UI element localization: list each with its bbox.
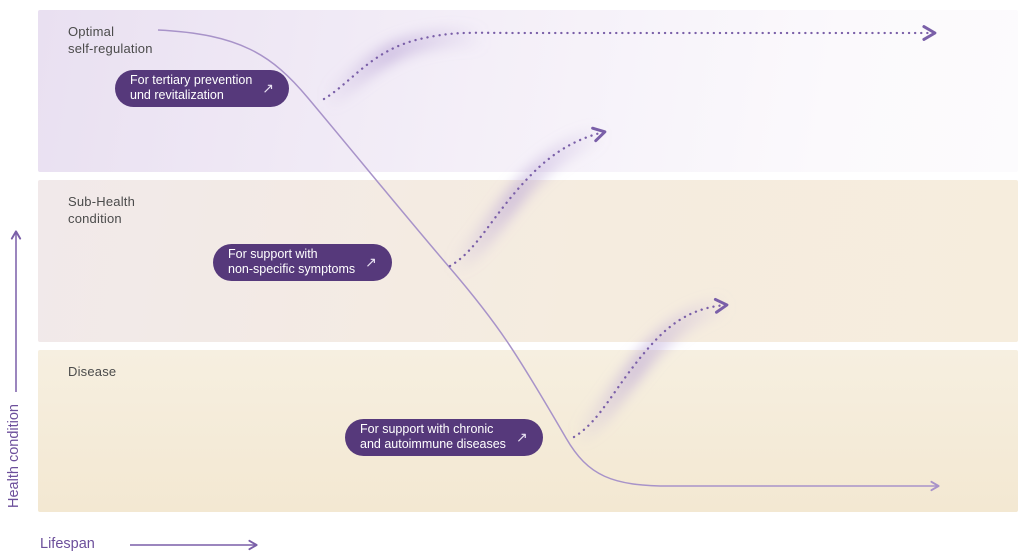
y-axis-label: Health condition	[6, 404, 22, 508]
pill-text: For tertiary prevention und revitalizati…	[130, 73, 252, 104]
band-label-line: condition	[68, 210, 122, 226]
band-label-line: self-regulation	[68, 40, 153, 56]
up-right-arrow-icon: ↗	[515, 429, 528, 445]
pill-text-line: non-specific symptoms	[228, 262, 356, 276]
pill-text: For support with non-specific symptoms	[228, 247, 355, 278]
pill-text-line: and autoimmune diseases	[360, 437, 506, 451]
pill-text-line: und revitalization	[130, 88, 224, 102]
band-label-line: Disease	[68, 364, 117, 379]
pill-tertiary-prevention: For tertiary prevention und revitalizati…	[115, 70, 290, 107]
band-label-disease: Disease	[68, 364, 116, 381]
pill-text-line: For tertiary prevention	[130, 72, 253, 87]
x-axis-label: Lifespan	[40, 536, 95, 552]
pill-chronic-autoimmune: For support with chronic and autoimmune …	[345, 419, 543, 456]
up-right-arrow-icon: ↗	[262, 80, 275, 96]
pill-non-specific-symptoms: For support with non-specific symptoms ↗	[213, 244, 392, 281]
band-sub-health: Sub-Health condition	[38, 180, 1018, 342]
pill-text-line: For support with chronic	[360, 421, 494, 436]
pill-text-line: For support with	[228, 246, 318, 261]
band-label-sub-health: Sub-Health condition	[68, 194, 135, 227]
band-label-optimal: Optimal self-regulation	[68, 24, 153, 57]
band-label-line: Optimal	[68, 24, 115, 39]
up-right-arrow-icon: ↗	[365, 254, 377, 270]
pill-text: For support with chronic and autoimmune …	[360, 422, 506, 453]
band-label-line: Sub-Health	[68, 194, 136, 209]
